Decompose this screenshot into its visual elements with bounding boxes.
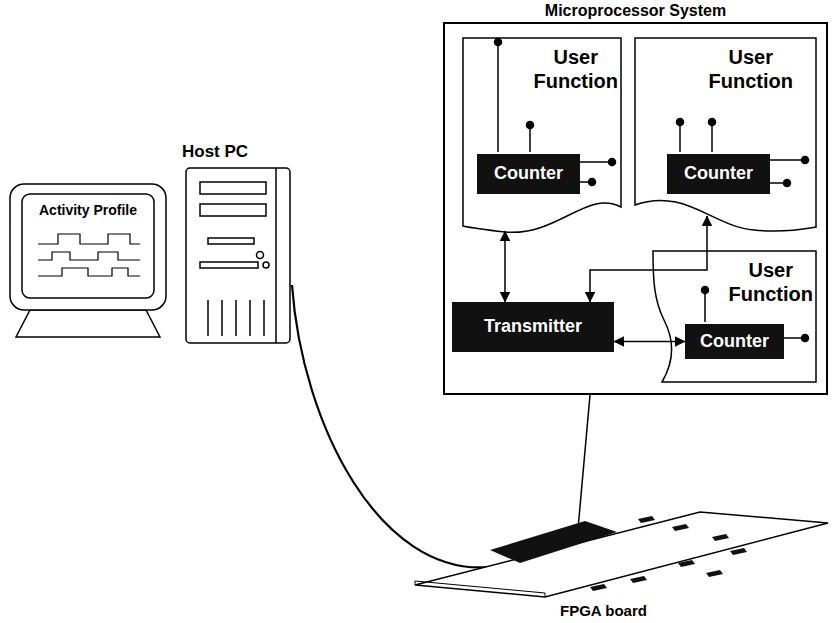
host-pc-tower: Host PC <box>180 140 295 345</box>
pc-label: Host PC <box>182 142 248 162</box>
node-outline <box>180 140 295 345</box>
system-heading: Microprocessor System <box>545 2 726 20</box>
function-label: User Function <box>709 45 793 93</box>
user-function-shape: User FunctionCounter <box>462 37 622 234</box>
function-label: User Function <box>729 258 813 306</box>
function-label: User Function <box>534 45 618 93</box>
black-block: Counter <box>477 154 580 194</box>
fpga-board: FPGA board <box>410 505 830 598</box>
user-function-shape: User FunctionCounter <box>652 250 817 383</box>
block-label: Counter <box>684 163 753 184</box>
black-block: Counter <box>685 324 784 359</box>
leader-line <box>578 395 590 529</box>
block-label: Transmitter <box>484 316 582 337</box>
block-label: Counter <box>700 331 769 352</box>
black-block: Counter <box>667 154 770 194</box>
block-label: Counter <box>494 163 563 184</box>
system-box: Microprocessor SystemUser FunctionCounte… <box>443 22 828 395</box>
user-function-shape: User FunctionCounter <box>634 37 817 232</box>
node-outline <box>410 505 830 598</box>
signal-arrow <box>590 216 707 302</box>
board-label: FPGA board <box>560 602 647 619</box>
node-outline <box>634 37 817 232</box>
signal-arrow <box>504 231 506 302</box>
monitor: Activity Profile <box>8 182 168 340</box>
signal-arrow <box>614 341 685 343</box>
black-block: Transmitter <box>452 302 614 352</box>
screen-label: Activity Profile <box>39 202 137 218</box>
